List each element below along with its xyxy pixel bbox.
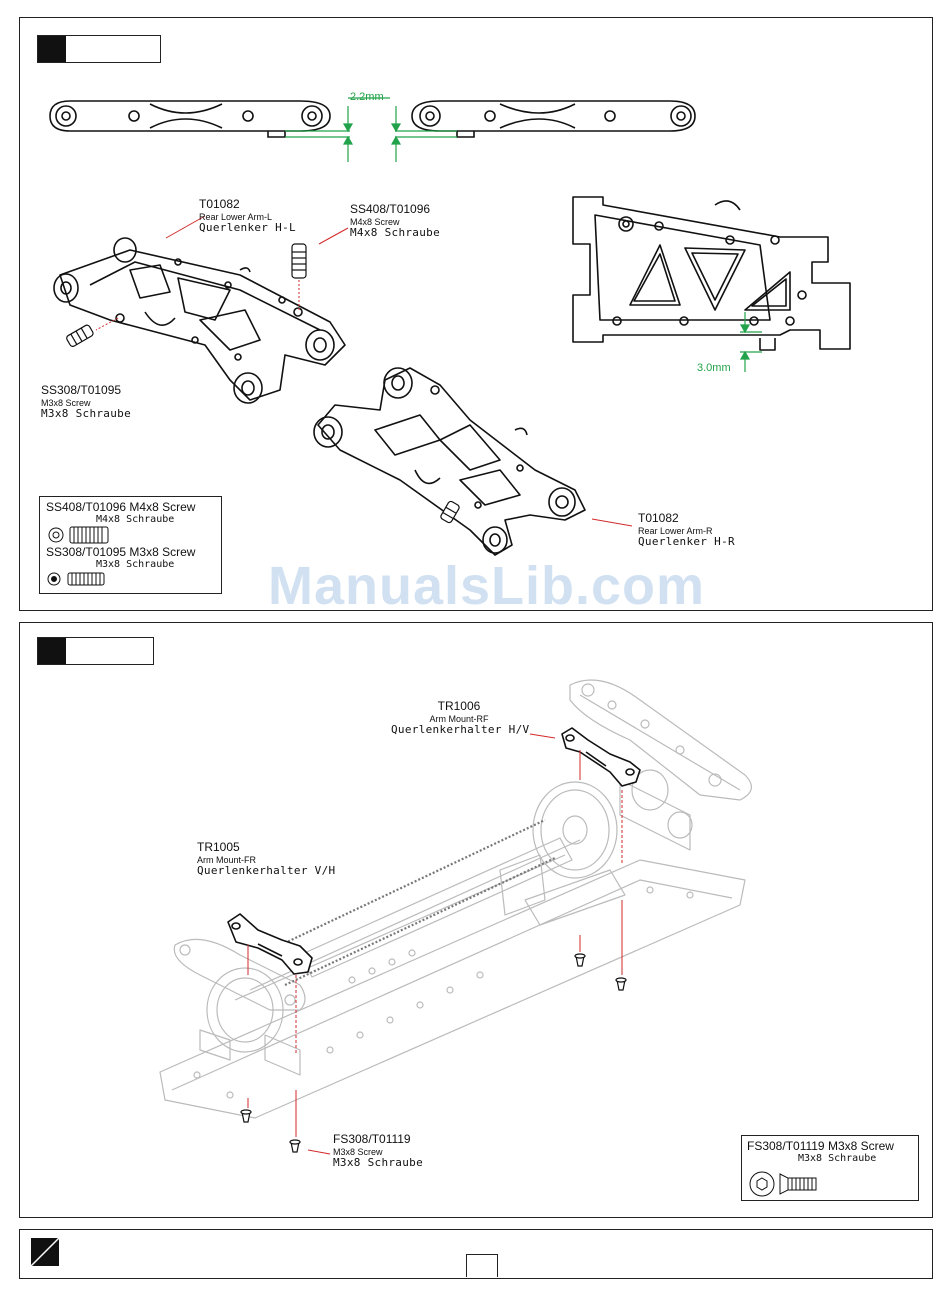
- rear-lower-arm-left-drawing: [53, 215, 349, 404]
- dimension-label-side-gap: 3.0mm: [697, 362, 731, 374]
- part-label-m4x8-screw: SS408/T01096 M4x8 Screw M4x8 Schraube: [350, 202, 440, 240]
- part-label-arm-mount-rf: TR1006 Arm Mount-RF Querlenkerhalter H/V: [391, 699, 530, 737]
- part-label-fs308-screw: FS308/T01119 M3x8 Screw M3x8 Schraube: [333, 1132, 423, 1170]
- legend-sub-m3x8: M3x8 Schraube: [96, 559, 175, 570]
- part-label-rear-lower-arm-right: T01082 Rear Lower Arm-R Querlenker H-R: [638, 511, 735, 549]
- legend-title-fs308: FS308/T01119 M3x8 Screw: [747, 1139, 894, 1153]
- rear-lower-arm-right-drawing: [313, 367, 633, 556]
- legend-title-m3x8: SS308/T01095 M3x8 Screw: [46, 545, 196, 559]
- assembly-step-panel-bottom: [19, 622, 933, 1218]
- legend-sub-fs308: M3x8 Schraube: [798, 1153, 877, 1164]
- footer-brand-mark: [30, 1237, 60, 1267]
- watermark: ManualsLib.com: [268, 556, 706, 616]
- legend-screw-icons-bottom: [749, 1171, 817, 1197]
- chassis-assembly-drawing: [159, 679, 752, 1155]
- part-label-rear-lower-arm-left: T01082 Rear Lower Arm-L Querlenker H-L: [199, 197, 296, 235]
- hardware-legend-bottom: FS308/T01119 M3x8 Screw M3x8 Schraube: [741, 1135, 919, 1201]
- legend-screw-icons-top: [47, 526, 109, 586]
- arm-topview-diagram: [49, 97, 696, 162]
- step-number-tab-top: [37, 35, 161, 63]
- hardware-legend-top: SS408/T01096 M4x8 Screw M4x8 Schraube SS…: [39, 496, 222, 594]
- legend-title-m4x8: SS408/T01096 M4x8 Screw: [46, 500, 196, 514]
- page-number-tab: [466, 1254, 498, 1277]
- part-label-m3x8-screw: SS308/T01095 M3x8 Screw M3x8 Schraube: [41, 383, 131, 421]
- legend-sub-m4x8: M4x8 Schraube: [96, 514, 175, 525]
- page-footer: [19, 1229, 933, 1279]
- step-number-tab-bottom: [37, 637, 154, 665]
- dimension-label-top-gap: 2.2mm: [350, 91, 384, 103]
- arm-sideview-diagram: [572, 196, 851, 372]
- part-label-arm-mount-fr: TR1005 Arm Mount-FR Querlenkerhalter V/H: [197, 840, 336, 878]
